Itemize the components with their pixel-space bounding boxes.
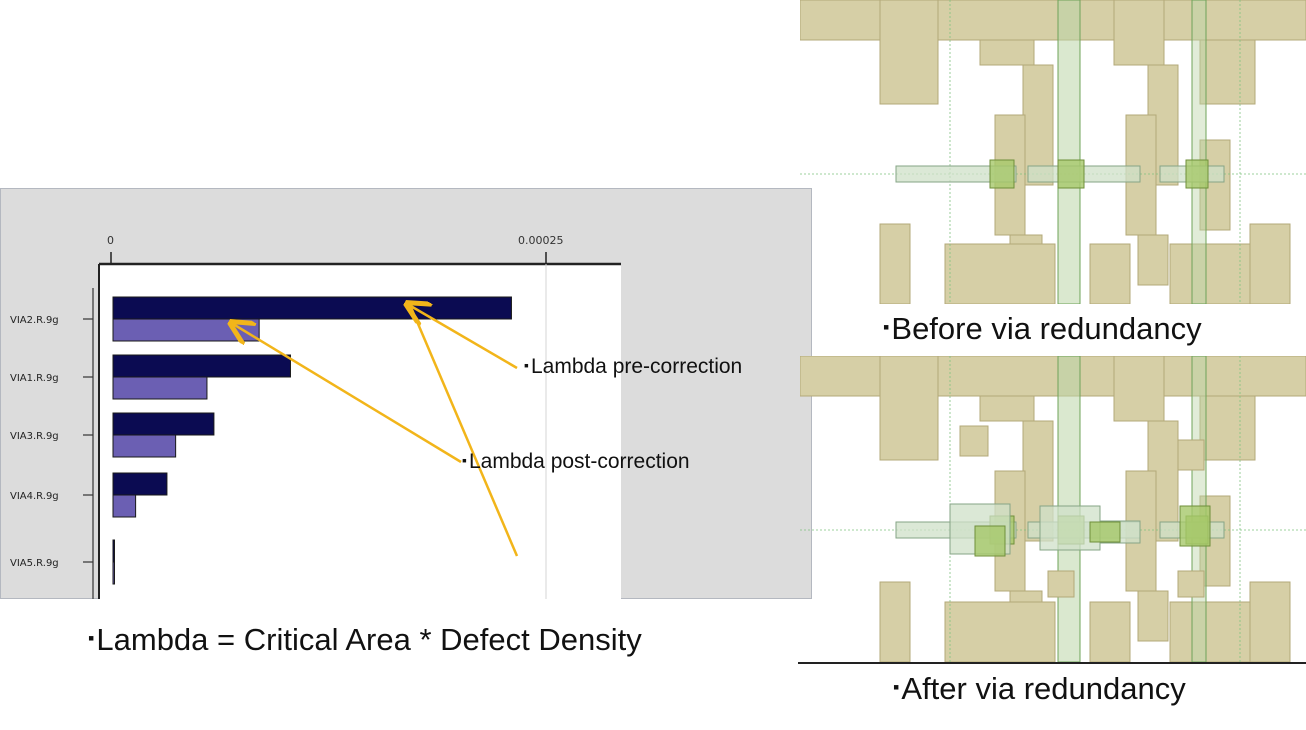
bar-via1-r-9g-post [112, 376, 208, 400]
metal-shape [979, 395, 1035, 422]
lambda-bar-chart: 0 0.00025 VIA2.R.9gVIA1.R.9gVIA3.R.9gVIA… [10, 234, 621, 599]
metal-shape [959, 425, 989, 457]
metal-shape [1177, 439, 1205, 471]
category-label: VIA5.R.9g [10, 558, 59, 569]
after-caption: ▪After via redundancy [893, 671, 1186, 706]
metal-shape [1249, 581, 1291, 662]
bar-via3-r-9g-post [112, 434, 177, 458]
metal-shape [1047, 570, 1075, 598]
category-label: VIA4.R.9g [10, 491, 59, 502]
bar-via2-r-9g-post [112, 318, 260, 342]
metal-shape [800, 0, 1306, 41]
bar-via4-r-9g-post [112, 494, 137, 518]
metal-shape [1199, 395, 1256, 461]
x-tick-label-0: 0 [107, 234, 114, 247]
metal-shape [1089, 243, 1131, 304]
bar-via5-r-9g-post [112, 561, 115, 585]
metal-shape [1199, 39, 1256, 105]
metal-shape [1137, 234, 1169, 286]
metal-shape [1137, 590, 1169, 642]
metal-shape [1022, 64, 1054, 186]
metal-shape [879, 0, 939, 105]
x-tick-label-1: 0.00025 [518, 234, 564, 247]
via-contact [989, 159, 1015, 189]
via-contact [1179, 505, 1211, 547]
metal-shape [1177, 570, 1205, 598]
via-contact [1185, 159, 1209, 189]
lambda-formula: ▪Lambda = Critical Area * Defect Density [88, 622, 642, 657]
metal-shape [1113, 0, 1165, 66]
metal-shape [944, 243, 1056, 304]
vertical-rail [1057, 0, 1081, 304]
annotation-arrows [0, 0, 518, 464]
vertical-rail [1191, 0, 1207, 304]
metal-shape [800, 356, 1306, 397]
metal-shape [879, 356, 939, 461]
metal-shape [879, 581, 911, 662]
layout-before-view [800, 0, 1306, 304]
layout-after-view [800, 356, 1306, 662]
category-label: VIA2.R.9g [10, 315, 59, 326]
via-contact [1089, 521, 1121, 543]
post-correction-label: ▪Lambda post-correction [462, 450, 690, 473]
category-label: VIA3.R.9g [10, 431, 59, 442]
pre-correction-arrow-line [409, 305, 518, 370]
metal-shape [944, 601, 1056, 662]
category-label: VIA1.R.9g [10, 373, 59, 384]
via-bar [895, 165, 1017, 183]
pre-correction-arrow [408, 304, 519, 557]
post-correction-arrow-line [233, 324, 462, 464]
category-labels: VIA2.R.9gVIA1.R.9gVIA3.R.9gVIA4.R.9gVIA5… [10, 315, 93, 569]
metal-shape [1113, 356, 1165, 422]
metal-shape [979, 39, 1035, 66]
metal-shape [1089, 601, 1131, 662]
bar-via4-r-9g-pre [112, 472, 168, 496]
via-contact [974, 525, 1006, 557]
bottom-rule [798, 662, 1306, 664]
pre-correction-label: ▪Lambda pre-correction [524, 355, 743, 378]
via-contact [1057, 159, 1085, 189]
metal-shape [1249, 223, 1291, 304]
metal-shape [879, 223, 911, 304]
before-caption: ▪Before via redundancy [883, 311, 1202, 346]
